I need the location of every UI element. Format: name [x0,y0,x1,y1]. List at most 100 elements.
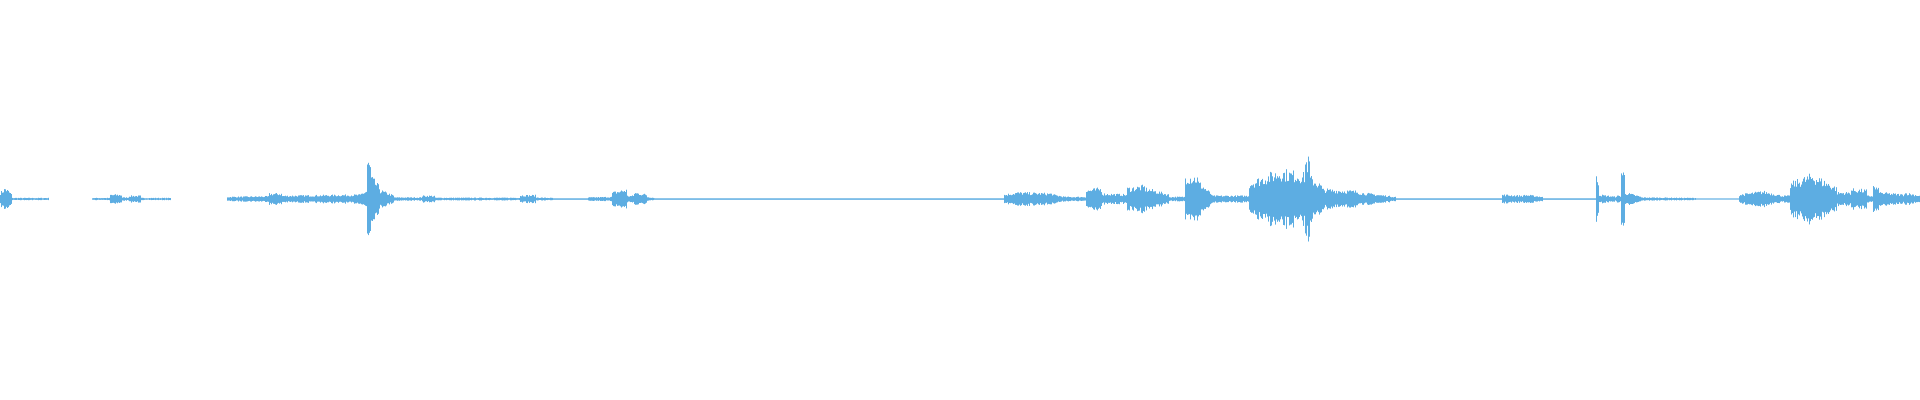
waveform-sample [1839,193,1840,205]
waveform-sample [397,197,398,201]
waveform-sample [556,198,557,200]
waveform-sample [1666,197,1667,201]
waveform-sample [150,198,151,200]
waveform-sample [1175,196,1176,202]
waveform-sample [1326,191,1327,207]
waveform-sample [1869,196,1870,202]
waveform-sample [858,198,859,200]
waveform-sample [375,184,376,214]
waveform-sample [525,196,526,202]
waveform-sample [503,197,504,201]
waveform-sample [950,198,951,200]
waveform-sample [1432,198,1433,200]
waveform-sample [1132,188,1133,210]
waveform-sample [1565,198,1566,200]
waveform-sample [871,198,872,200]
waveform-sample [1736,198,1737,200]
waveform-sample [1793,180,1794,218]
waveform-sample [1672,198,1673,200]
waveform-sample [1196,182,1197,216]
waveform-sample [975,198,976,200]
waveform-sample [983,198,984,200]
waveform-sample [1126,195,1127,203]
waveform-sample [912,198,913,200]
waveform-sample [1557,198,1558,200]
waveform-sample [1511,195,1512,203]
waveform-sample [170,198,171,201]
waveform-sample [1442,198,1443,200]
waveform-sample [989,198,990,200]
waveform-sample [1638,196,1639,202]
waveform-sample [1766,192,1767,206]
waveform-sample [1342,191,1343,207]
waveform-sample [131,195,132,203]
waveform-sample [994,198,995,200]
waveform-sample [371,177,372,221]
waveform-sample [1323,188,1324,210]
waveform-sample [1728,198,1729,200]
waveform-sample [480,197,481,201]
waveform-sample [1333,191,1334,207]
waveform-sample [633,196,634,202]
waveform-sample [1835,191,1836,208]
waveform-sample [778,198,779,200]
waveform-sample [1640,196,1641,202]
waveform-sample [1537,196,1538,202]
waveform-sample [1679,197,1680,201]
waveform-sample [811,198,812,200]
waveform-sample [835,198,836,200]
waveform-sample [43,198,44,200]
waveform-sample [628,196,629,202]
waveform-sample [1800,186,1801,212]
waveform-sample [1122,196,1123,202]
waveform-sample [1850,194,1851,204]
waveform-sample [669,198,670,200]
waveform-sample [1324,190,1325,208]
waveform-sample [1020,192,1021,206]
waveform-sample [1427,198,1428,200]
waveform-sample [1429,198,1430,200]
waveform-sample [1628,194,1629,204]
waveform-sample [319,196,320,202]
waveform-sample [1629,193,1630,205]
waveform-sample [1244,195,1245,203]
waveform-sample [1441,198,1442,200]
waveform-sample [1735,198,1736,200]
waveform-sample [573,198,574,200]
waveform-sample [438,197,439,201]
waveform-sample [38,197,39,201]
waveform-sample [33,198,34,200]
waveform-sample [626,189,627,209]
waveform-sample [1822,186,1823,212]
waveform-sample [1671,197,1672,201]
waveform-sample [460,198,461,200]
waveform-sample [1054,194,1055,204]
waveform-sample [705,198,706,200]
waveform-sample [1403,198,1404,200]
waveform-sample [29,197,30,201]
waveform-sample [1050,193,1051,205]
waveform-sample [1918,196,1919,202]
waveform-sample [1032,194,1033,204]
waveform-sample [813,198,814,200]
waveform-sample [1306,162,1307,236]
waveform-sample [1500,198,1501,200]
waveform-sample [1696,198,1697,200]
waveform-sample [0,195,1,204]
waveform-sample [1688,197,1689,201]
waveform-sample [528,196,529,202]
waveform-sample [1041,193,1042,205]
waveform-sample [1621,173,1622,225]
waveform-sample [1759,192,1760,206]
waveform-sample [880,198,881,200]
waveform-sample [771,198,772,200]
waveform-sample [1677,198,1678,200]
waveform-sample [471,197,472,201]
waveform-sample [1700,198,1701,200]
waveform-sample [418,198,419,201]
waveform-sample [266,196,267,202]
waveform-sample [1422,198,1423,200]
waveform-sample [1667,197,1668,201]
waveform-sample [814,198,815,200]
